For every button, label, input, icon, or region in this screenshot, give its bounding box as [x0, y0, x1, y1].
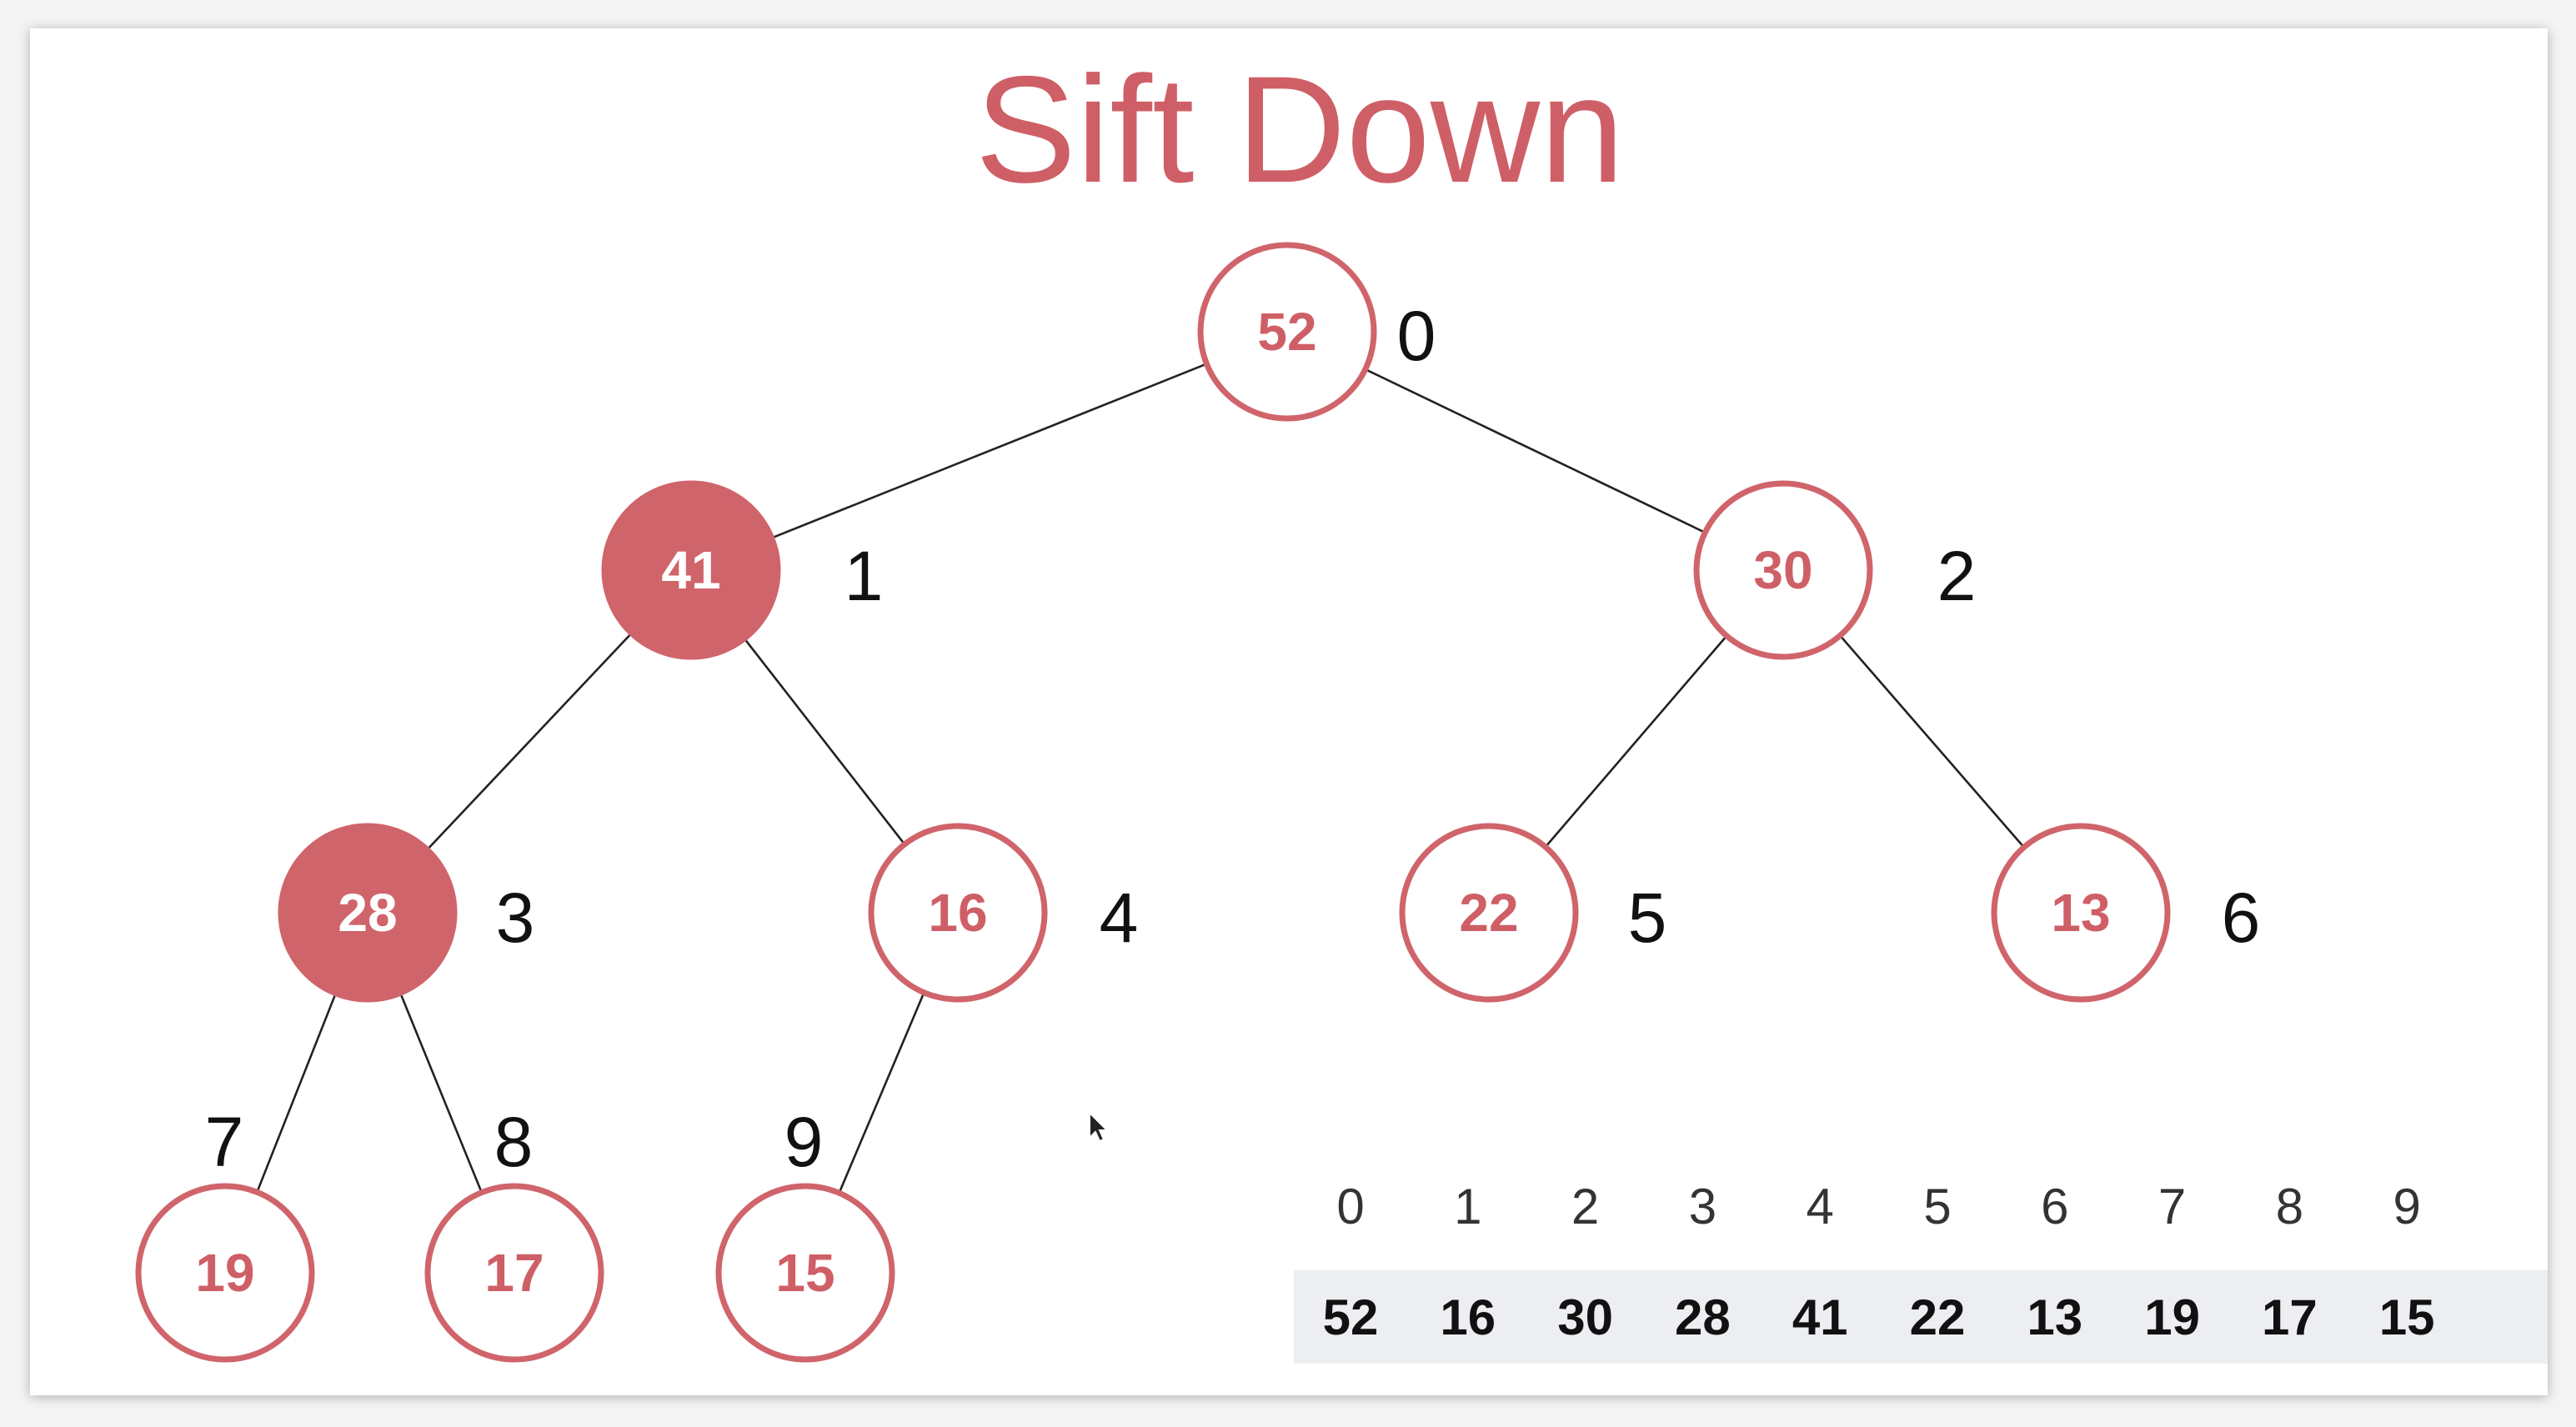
- array-value-cell: 16: [1440, 1289, 1496, 1345]
- node-value: 19: [195, 1243, 254, 1303]
- tree-edge-2-6: [1839, 634, 2025, 849]
- tree-node-7: 19: [135, 1183, 315, 1363]
- array-value-cell: 52: [1323, 1289, 1379, 1345]
- tree-node-9: 15: [715, 1183, 895, 1363]
- array-value-cell: 28: [1675, 1289, 1731, 1345]
- node-index-label: 5: [1628, 879, 1667, 957]
- node-circle: [1399, 823, 1579, 1003]
- array-value-cell: 15: [2379, 1289, 2435, 1345]
- node-value: 28: [338, 883, 397, 943]
- array-value-cell: 30: [1557, 1289, 1613, 1345]
- node-index-label: 1: [844, 537, 884, 615]
- tree-node-8: 17: [424, 1183, 604, 1363]
- tree-node-5: 22: [1399, 823, 1579, 1003]
- tree-edge-0-2: [1365, 368, 1706, 534]
- node-circle: [1693, 480, 1873, 660]
- tree-edge-1-4: [743, 638, 906, 845]
- tree-edge-3-8: [398, 992, 484, 1194]
- node-value: 52: [1257, 302, 1316, 362]
- tree-edge-4-9: [838, 992, 925, 1194]
- tree-node-6: 13: [1991, 823, 2171, 1003]
- node-circle: [715, 1183, 895, 1363]
- tree-node-1: 41: [601, 480, 781, 660]
- node-value: 17: [484, 1243, 544, 1303]
- tree-node-2: 30: [1693, 480, 1873, 660]
- tree-node-3: 28: [278, 823, 458, 1003]
- node-value: 41: [661, 540, 720, 600]
- mouse-pointer-icon: [1089, 1110, 1110, 1143]
- tree-edge-0-1: [771, 363, 1207, 539]
- array-index-label: 3: [1689, 1179, 1716, 1234]
- array-index-label: 9: [2393, 1179, 2421, 1234]
- node-index-label: 4: [1100, 879, 1139, 957]
- node-value: 13: [2051, 883, 2110, 943]
- array-value-cell: 22: [1910, 1289, 1966, 1345]
- array-index-label: 0: [1336, 1179, 1364, 1234]
- node-value: 16: [928, 883, 987, 943]
- array-value-cell: 17: [2262, 1289, 2318, 1345]
- array-value-cell: 13: [2027, 1289, 2082, 1345]
- node-circle: [135, 1183, 315, 1363]
- node-index-label: 7: [205, 1103, 244, 1181]
- node-index-label: 6: [2222, 879, 2261, 957]
- slide-title: Sift Down: [975, 44, 1625, 214]
- tree-edge-3-7: [256, 993, 337, 1193]
- node-index-label: 2: [1937, 537, 1977, 615]
- node-index-label: 8: [494, 1103, 534, 1181]
- array-value-cell: 19: [2144, 1289, 2200, 1345]
- node-index-label: 3: [496, 879, 535, 957]
- tree-node-4: 16: [868, 823, 1048, 1003]
- array-band: [1294, 1270, 2548, 1364]
- node-value: 15: [775, 1243, 834, 1303]
- array-value-cell: 41: [1792, 1289, 1848, 1345]
- node-value: 30: [1753, 540, 1812, 600]
- node-circle: [424, 1183, 604, 1363]
- array-index-label: 2: [1571, 1179, 1599, 1234]
- array-index-label: 7: [2158, 1179, 2186, 1234]
- node-index-label: 9: [784, 1103, 824, 1181]
- node-index-label: 0: [1397, 297, 1436, 375]
- node-circle: [1991, 823, 2171, 1003]
- node-circle: [868, 823, 1048, 1003]
- tree-edge-2-5: [1544, 635, 1728, 848]
- heap-array: 0 1 2 3 4 5 6 7 8 9 52 16 30 28 41 22 13 19 17 15: [1294, 1179, 2548, 1364]
- array-index-label: 4: [1807, 1179, 1834, 1234]
- array-index-label: 5: [1923, 1179, 1951, 1234]
- node-circle: [601, 480, 781, 660]
- node-value: 22: [1459, 883, 1518, 943]
- array-index-label: 8: [2276, 1179, 2303, 1234]
- tree-edge-1-3: [426, 632, 633, 851]
- array-index-label: 1: [1454, 1179, 1481, 1234]
- tree-edges: [256, 363, 2025, 1194]
- node-circle: [1197, 242, 1377, 422]
- node-circle: [278, 823, 458, 1003]
- tree-node-0: 52: [1197, 242, 1377, 422]
- array-index-label: 6: [2041, 1179, 2068, 1234]
